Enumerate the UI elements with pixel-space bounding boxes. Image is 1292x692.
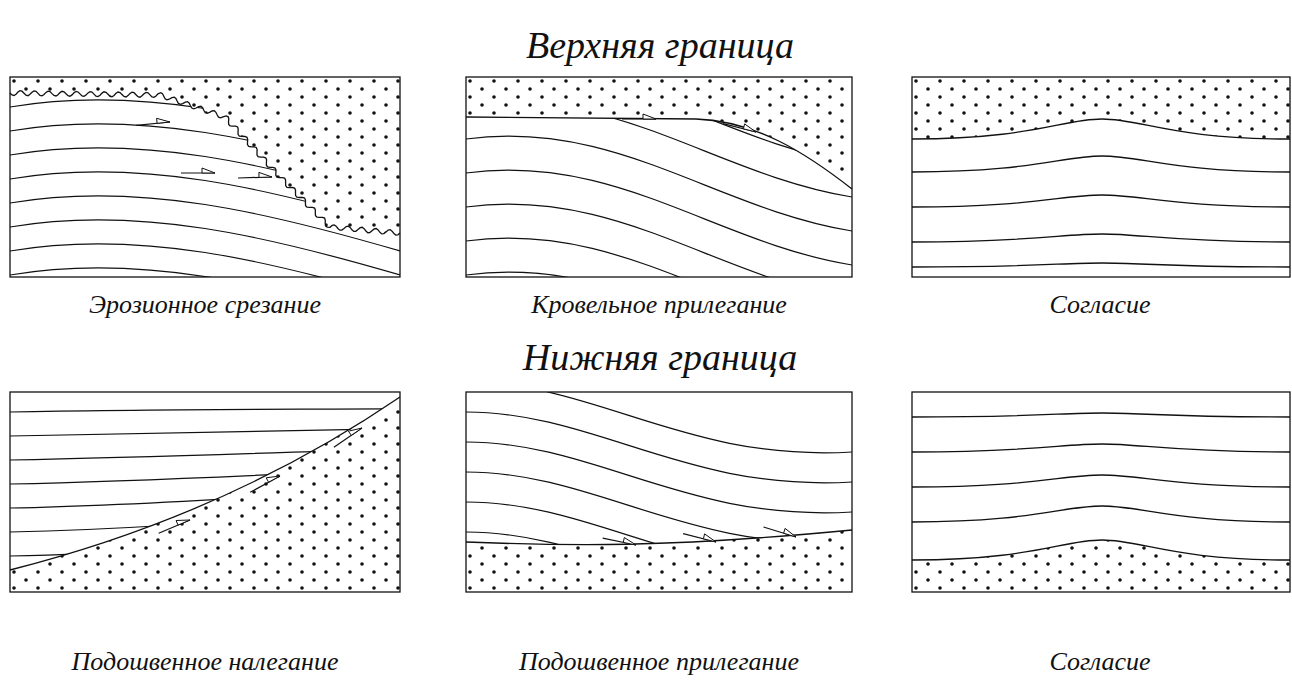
arrow-head — [623, 538, 636, 546]
stratum-line — [466, 562, 852, 633]
panel-caption: Подошвенное налегание — [72, 647, 339, 677]
sand-fill — [10, 77, 400, 235]
strata — [466, 68, 852, 435]
section-heading: Верхняя граница — [526, 23, 794, 67]
sand-fill — [10, 397, 400, 592]
panel — [912, 77, 1290, 277]
stratum-line — [10, 196, 400, 251]
stratum-line — [10, 100, 400, 155]
stratum-line — [466, 306, 852, 401]
arrow-head — [743, 124, 756, 132]
stratum-line — [466, 238, 852, 333]
boundary-line — [912, 195, 1290, 207]
panel-frame — [10, 392, 400, 592]
arrow-head — [348, 428, 362, 435]
boundary-line — [912, 444, 1290, 452]
panel-caption: Кровельное прилегание — [531, 290, 787, 320]
panel — [466, 382, 852, 663]
strata — [466, 382, 852, 663]
sand-fill — [466, 530, 852, 592]
stratum-line — [10, 172, 400, 227]
stratum-line — [10, 409, 400, 412]
panel — [10, 77, 400, 371]
panel-caption: Эрозионное срезание — [89, 290, 321, 320]
panel-frame — [912, 77, 1290, 277]
arrow-line — [159, 520, 190, 533]
arrow-head — [703, 534, 716, 542]
arrow-line — [764, 527, 797, 537]
strata — [10, 100, 400, 371]
stratum-line — [466, 204, 852, 299]
panel-caption: Подошвенное прилегание — [519, 647, 799, 677]
stratum-line — [10, 509, 400, 532]
stratum-line — [10, 316, 400, 371]
boundary-line — [10, 397, 400, 570]
boundary-line — [912, 506, 1290, 522]
stratum-line — [10, 489, 400, 508]
arrow-head — [202, 168, 215, 173]
stratum-line — [466, 170, 852, 265]
sand-fill — [912, 540, 1290, 592]
arrow-line — [723, 124, 756, 132]
stratum-line — [10, 449, 400, 460]
panel — [912, 392, 1290, 592]
stratum-line — [466, 102, 852, 197]
stratum-line — [466, 136, 852, 231]
panel-frame — [466, 392, 852, 592]
stratum-line — [10, 148, 400, 203]
arrow-head — [157, 118, 170, 123]
boundary-line — [912, 234, 1290, 242]
stratum-line — [10, 124, 400, 179]
boundary-line — [10, 91, 400, 235]
boundary-line — [912, 540, 1290, 560]
boundary-line — [912, 119, 1290, 139]
panel — [10, 392, 400, 592]
arrow-head — [176, 520, 190, 525]
panel-frame — [912, 392, 1290, 592]
arrow-line — [250, 476, 280, 492]
arrow-head — [784, 528, 796, 537]
stratum-line — [10, 529, 400, 556]
stratum-line — [10, 469, 400, 484]
arrow-line — [683, 534, 716, 542]
stratum-line — [10, 268, 400, 323]
panel-caption: Согласие — [1049, 647, 1150, 677]
panel-caption: Согласие — [1049, 290, 1150, 320]
sand-fill — [912, 77, 1290, 139]
stratum-line — [10, 220, 400, 275]
boundary-line — [912, 156, 1290, 172]
boundary-line — [912, 263, 1290, 267]
panel-frame — [10, 77, 400, 277]
boundary-line — [912, 475, 1290, 487]
arrow-head — [259, 172, 272, 177]
arrow-head — [643, 114, 656, 119]
boundary-line — [912, 413, 1290, 417]
arrow-head — [266, 476, 280, 482]
panel — [466, 68, 852, 435]
arrow-line — [334, 428, 362, 447]
boundary-line — [466, 117, 852, 189]
boundary-line — [466, 530, 852, 545]
panel-frame — [466, 77, 852, 277]
section-heading: Нижняя граница — [523, 335, 798, 379]
arrow-line — [603, 538, 636, 545]
